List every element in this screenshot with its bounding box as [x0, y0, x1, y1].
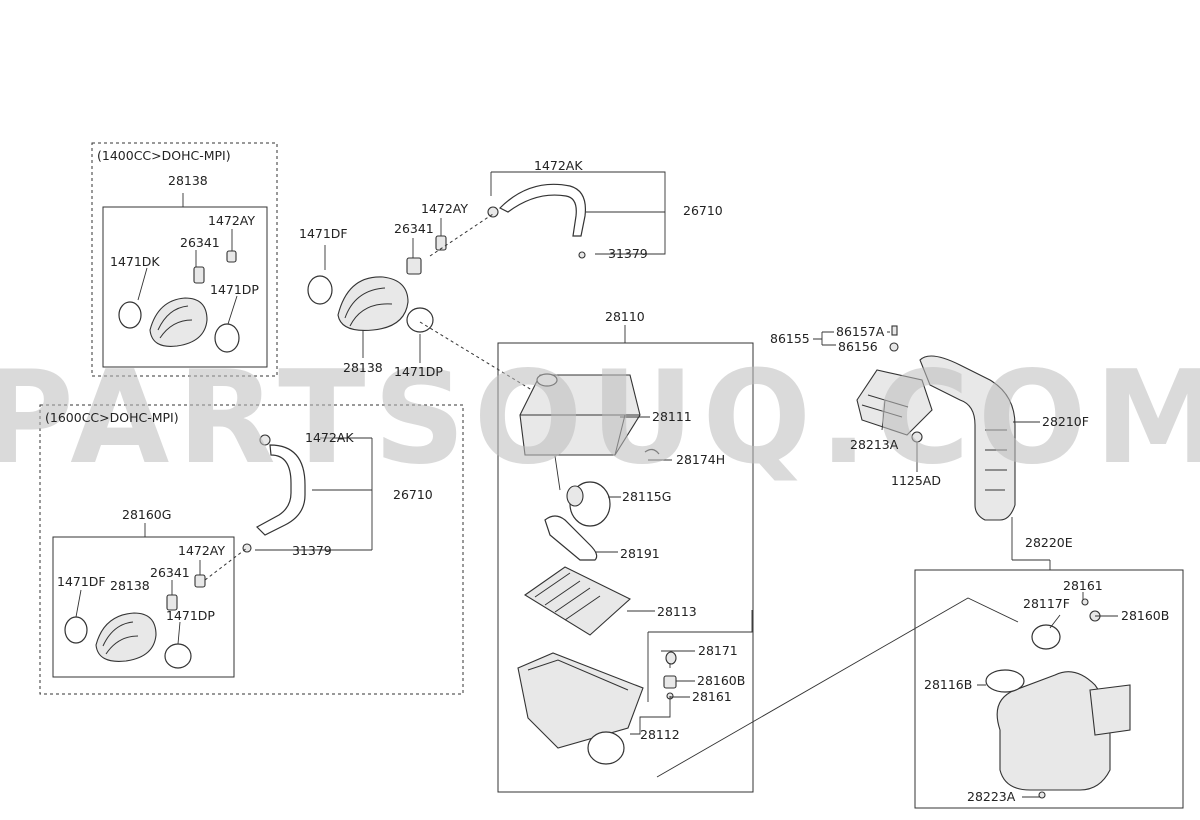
label-c-28191: 28191 [620, 546, 660, 561]
label-m-1471df: 1471DF [299, 226, 348, 241]
label-c-28112: 28112 [640, 727, 680, 742]
air-cleaner-assembly [517, 373, 677, 765]
label-g2-26710: 26710 [393, 487, 433, 502]
label-m-1472ay: 1472AY [421, 201, 468, 216]
resonator-box [914, 569, 1184, 809]
label-r-86155: 86155 [770, 331, 810, 346]
label-r-28213a: 28213A [850, 437, 899, 452]
label-g1-1471dk: 1471DK [110, 254, 160, 269]
label-r-28223a: 28223A [967, 789, 1016, 804]
label-g2-1471dp: 1471DP [166, 608, 215, 623]
label-m-26710: 26710 [683, 203, 723, 218]
label-g1-26341: 26341 [180, 235, 220, 250]
label-g1-28138: 28138 [168, 173, 208, 188]
g2-hose-assembly [64, 434, 306, 669]
label-g2-26341: 26341 [150, 565, 190, 580]
label-r-28117f: 28117F [1023, 596, 1070, 611]
label-m-31379: 31379 [608, 246, 648, 261]
label-r-28220e: 28220E [1025, 535, 1073, 550]
label-g2-1472ay: 1472AY [178, 543, 225, 558]
group-1400cc-title: (1400CC>DOHC-MPI) [97, 148, 231, 163]
group-1600cc-frame [39, 404, 464, 695]
label-g2-28160g: 28160G [122, 507, 171, 522]
label-c-28160b: 28160B [697, 673, 745, 688]
group-1400cc-inner-box [102, 206, 268, 368]
label-g1-1471dp: 1471DP [210, 282, 259, 297]
label-m-28138: 28138 [343, 360, 383, 375]
group-1400cc-frame [91, 142, 278, 377]
group-1600cc-inner-box [52, 536, 235, 678]
label-c-28171: 28171 [698, 643, 738, 658]
label-g2-31379: 31379 [292, 543, 332, 558]
label-g1-1472ay: 1472AY [208, 213, 255, 228]
label-m-1471dp: 1471DP [394, 364, 443, 379]
label-r-28161: 28161 [1063, 578, 1103, 593]
group-1600cc-title: (1600CC>DOHC-MPI) [45, 410, 179, 425]
label-r-28116b: 28116B [924, 677, 972, 692]
label-r-1125ad: 1125AD [891, 473, 941, 488]
label-c-28111: 28111 [652, 409, 692, 424]
label-g2-1472ak: 1472AK [305, 430, 354, 445]
label-r-28210f: 28210F [1042, 414, 1089, 429]
watermark-text: PARTSOUQ.COM [0, 344, 1200, 493]
air-cleaner-box [497, 342, 754, 793]
label-m-1472ak: 1472AK [534, 158, 583, 173]
label-c-28115g: 28115G [622, 489, 671, 504]
label-g2-28138: 28138 [110, 578, 150, 593]
g1-hose-assembly [118, 250, 240, 353]
label-r-86156: 86156 [838, 339, 878, 354]
label-c-28113: 28113 [657, 604, 697, 619]
label-r-86157a: 86157A [836, 324, 885, 339]
label-c-28174h: 28174H [676, 452, 725, 467]
label-c-28161: 28161 [692, 689, 732, 704]
label-g2-1471df: 1471DF [57, 574, 106, 589]
main-hose-assembly [307, 183, 587, 333]
label-c-28110: 28110 [605, 309, 645, 324]
label-r-28160b: 28160B [1121, 608, 1169, 623]
intake-duct-assembly [856, 325, 1131, 799]
label-m-26341: 26341 [394, 221, 434, 236]
